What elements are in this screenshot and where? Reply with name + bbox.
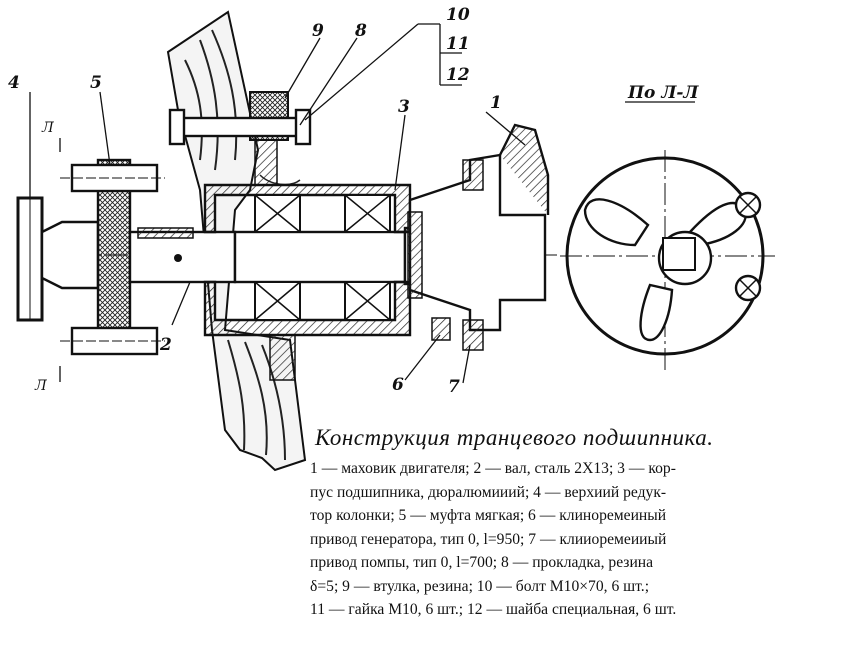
bolt-nut-washer: [168, 108, 312, 146]
rubber-gasket-and-bushing: [249, 91, 296, 381]
callout-5: 5: [90, 73, 102, 93]
bearing-housing: [203, 183, 412, 337]
callout-4: 4: [8, 73, 20, 93]
flywheel: [407, 123, 550, 351]
caption: Конструкция транцевого подшипника. 1 — м…: [310, 425, 840, 622]
callout-7: 7: [448, 377, 460, 397]
section-mark-bottom: Л: [34, 378, 47, 394]
section-mark-top: Л: [41, 120, 54, 136]
soft-coupling: [60, 158, 165, 356]
reducer-hub: [40, 220, 100, 290]
callout-3: 3: [398, 97, 410, 117]
caption-title: Конструкция транцевого подшипника.: [315, 425, 714, 450]
leader-lines: [29, 23, 695, 384]
callout-10: 10: [446, 5, 470, 25]
caption-line: δ=5; 9 — втулка, резина; 10 — болт М10×7…: [310, 577, 650, 595]
callout-2: 2: [159, 335, 172, 355]
caption-line: привод генератора, тип 0, l=950; 7 — кли…: [310, 530, 667, 548]
section-view: [560, 150, 775, 370]
callout-11: 11: [446, 34, 470, 54]
caption-line: пус подшипника, дюралюмииий; 4 — верхиий…: [310, 483, 667, 501]
callout-6: 6: [392, 375, 404, 395]
caption-line: привод помпы, тип 0, l=700; 8 — прокладк…: [310, 554, 654, 571]
callout-9: 9: [312, 21, 324, 41]
callout-12: 12: [446, 65, 470, 85]
caption-line: 1 — маховик двигателя; 2 — вал, сталь 2Х…: [310, 460, 676, 477]
caption-body: 1 — маховик двигателя; 2 — вал, сталь 2Х…: [310, 457, 840, 622]
callout-8: 8: [354, 21, 367, 41]
callout-1: 1: [490, 93, 502, 113]
section-title: По Л-Л: [627, 83, 699, 103]
caption-line: тор колонки; 5 — муфта мягкая; 6 — клино…: [310, 507, 667, 524]
caption-line: 11 — гайка М10, 6 шт.; 12 — шайба специа…: [310, 601, 677, 618]
